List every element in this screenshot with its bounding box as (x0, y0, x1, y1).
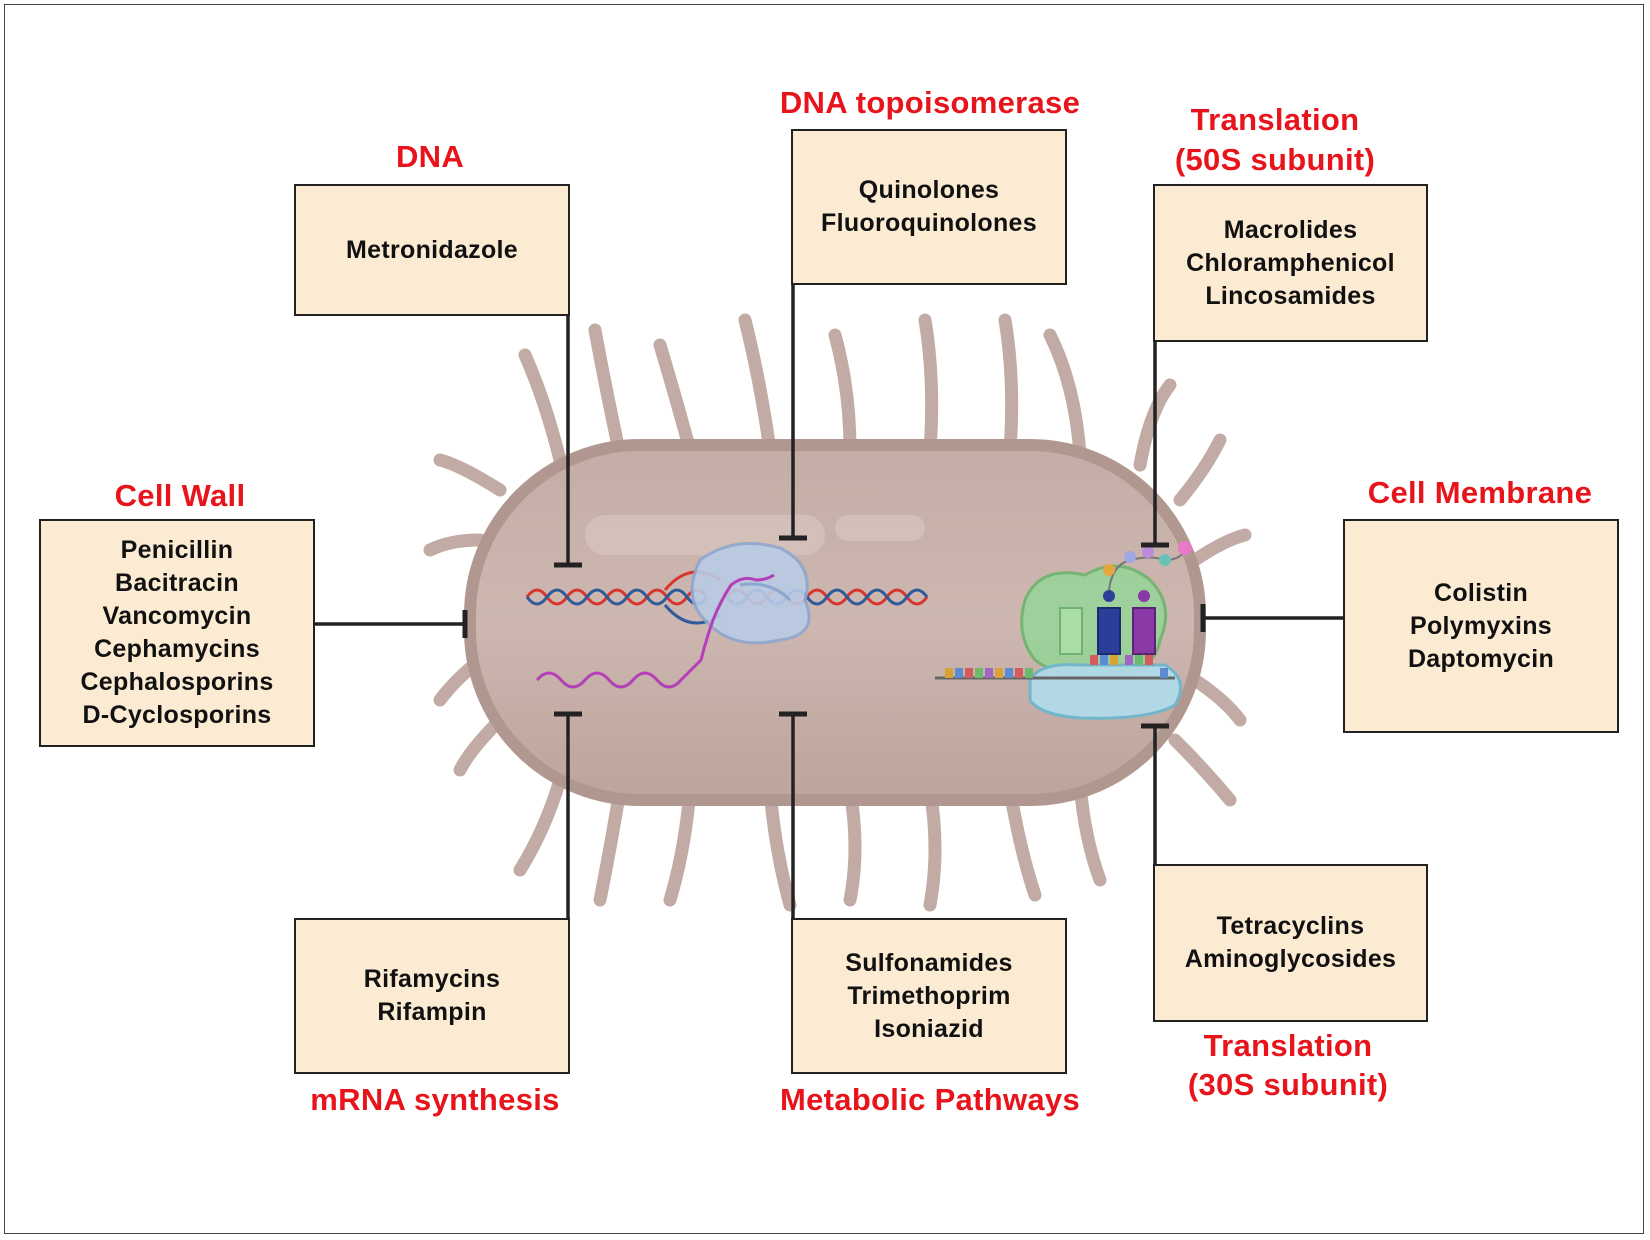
drug-label: Quinolones (858, 176, 1000, 204)
dna-title: DNA (395, 139, 465, 174)
pilus (593, 783, 627, 907)
drug-label: Daptomycin (1407, 644, 1555, 673)
pilus (828, 328, 857, 457)
pilus (423, 533, 487, 557)
drug-label: Rifamycins (363, 965, 501, 993)
translation-30s-drug-box: Tetracyclins Aminoglycosides (1153, 864, 1428, 1022)
drug-label: Fluoroquinolones (821, 209, 1037, 237)
amino-acid (1103, 564, 1115, 576)
topoisomerase-title: DNA topoisomerase (779, 85, 1081, 120)
topoisomerase-drug-box: Quinolones Fluoroquinolones (791, 129, 1067, 285)
drug-label: Trimethoprim (847, 981, 1011, 1010)
pilus (663, 783, 697, 907)
pilus (1073, 778, 1107, 887)
amino-acid (1142, 546, 1154, 558)
drug-label: Polymyxins (1410, 611, 1552, 640)
drug-label: Rifampin (377, 998, 487, 1026)
ribosome (935, 541, 1192, 720)
amino-acid (1159, 554, 1171, 566)
drug-label: Metronidazole (346, 235, 518, 264)
translation-50s-title-line2: (50S subunit) (1174, 142, 1376, 177)
cell-highlight (585, 515, 825, 555)
amino-acid (1178, 541, 1192, 555)
drug-label: Aminoglycosides (1184, 945, 1397, 973)
drug-label: Isoniazid (874, 1014, 984, 1043)
pilus (923, 783, 942, 912)
drug-label: Penicillin (120, 536, 234, 564)
drug-label: Macrolides (1223, 215, 1358, 244)
trna-site (1059, 607, 1083, 655)
translation-30s-title-line2: (30S subunit) (1187, 1067, 1389, 1102)
pilus (653, 338, 697, 457)
trna-site (1132, 607, 1156, 655)
translation-30s-title-line1: Translation (1203, 1028, 1373, 1063)
pilus (1173, 433, 1227, 507)
codon-row (945, 655, 1168, 678)
pilus (1188, 528, 1252, 567)
ribosome-small-subunit (1028, 663, 1183, 720)
drug-label: Bacitracin (115, 569, 239, 597)
mrna-title: mRNA synthesis (310, 1082, 560, 1117)
drug-label: Tetracyclins (1216, 912, 1365, 940)
rna-polymerase (690, 542, 811, 645)
pilus (513, 773, 567, 877)
mrna-strand (535, 573, 775, 689)
drug-label: Vancomycin (102, 602, 252, 630)
translation-50s-title-line1: Translation (1190, 102, 1360, 137)
drug-label: Cephalosporins (80, 668, 274, 696)
pilus (998, 313, 1019, 457)
pilus (518, 348, 567, 467)
cell-wall-title: Cell Wall (114, 478, 246, 513)
pilus (763, 783, 797, 912)
cell-membrane-title: Cell Membrane (1367, 475, 1593, 510)
drug-label: Chloramphenicol (1186, 248, 1395, 277)
figure-frame (4, 4, 1644, 1234)
inhibition-lines (313, 285, 1343, 920)
amino-acid (1124, 551, 1136, 563)
metabolic-title: Metabolic Pathways (780, 1082, 1080, 1117)
drug-label: Sulfonamides (845, 948, 1013, 977)
pilus (1043, 328, 1087, 462)
pilus (738, 313, 777, 457)
drug-label: D-Cyclosporins (82, 701, 272, 729)
cell-membrane-drug-box: Colistin Polymyxins Daptomycin (1343, 519, 1619, 733)
drug-label: Cephamycins (94, 635, 260, 663)
ribosome-large-subunit (1020, 564, 1168, 676)
drug-label: Lincosamides (1205, 281, 1376, 310)
trna-site (1097, 607, 1121, 655)
cell-highlight (835, 515, 925, 541)
mrna-drug-box: Rifamycins Rifampin (294, 918, 570, 1074)
translation-50s-drug-box: Macrolides Chloramphenicol Lincosamides (1153, 184, 1428, 342)
pilus (1168, 733, 1237, 807)
pilus (1133, 378, 1177, 472)
metabolic-drug-box: Sulfonamides Trimethoprim Isoniazid (791, 918, 1067, 1074)
drug-label: Colistin (1433, 578, 1529, 607)
pilus (1188, 673, 1247, 727)
pilus (918, 313, 939, 457)
pilus (588, 323, 627, 462)
pilus (843, 783, 862, 907)
pilus (433, 453, 507, 497)
cell-wall-drug-box: Penicillin Bacitracin Vancomycin Cephamy… (39, 519, 315, 747)
dna-drug-box: Metronidazole (294, 184, 570, 316)
